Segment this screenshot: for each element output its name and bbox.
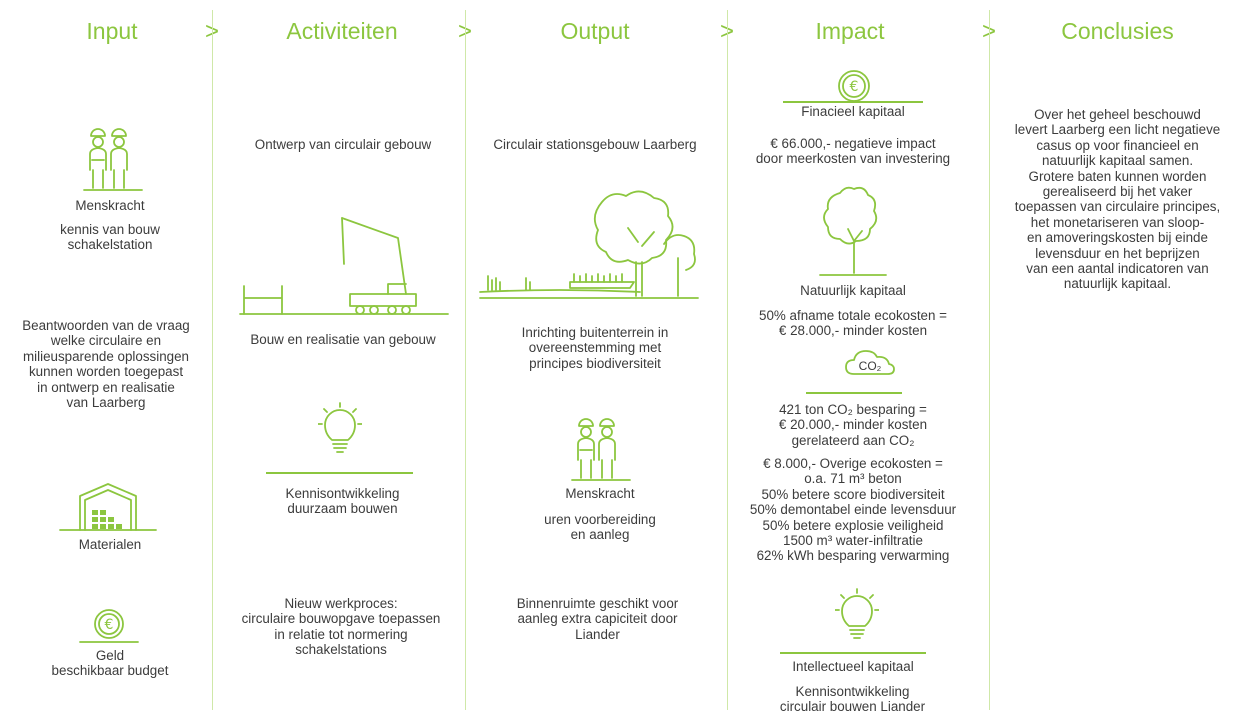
impact-fin-rule [783, 101, 923, 103]
out-menskracht-title: Menskracht [565, 486, 635, 501]
divider-1 [212, 10, 213, 710]
input-materialen: Materialen [78, 537, 142, 552]
svg-text:€: € [850, 79, 859, 95]
header-activiteiten: Activiteiten [286, 18, 398, 44]
impact-nat-title: Natuurlijk kapitaal [800, 283, 906, 298]
workers-icon [80, 122, 146, 194]
divider-4 [989, 10, 990, 710]
impact-nat-text: 50% afname totale ecokosten = € 28.000,-… [759, 308, 947, 339]
header-output: Output [560, 18, 630, 44]
lightbulb-icon-impact [835, 588, 879, 644]
act-werkproces: Nieuw werkproces: circulaire bouwopgave … [241, 596, 441, 658]
warehouse-materials-icon [58, 482, 158, 532]
out-station: Circulair stationsgebouw Laarberg [493, 137, 697, 152]
input-vraag-text: Beantwoorden van de vraag welke circulai… [22, 318, 190, 411]
conclusies-text: Over het geheel beschouwd levert Laarber… [1014, 107, 1221, 292]
impact-fin-title: Finacieel kapitaal [801, 104, 905, 119]
impact-co2-label: CO₂ [858, 359, 882, 373]
header-impact: Impact [815, 18, 885, 44]
input-geld-text: Geld beschikbaar budget [51, 648, 169, 679]
impact-int-text: Kennisontwikkeling circulair bouwen Lian… [779, 684, 926, 715]
workers-icon-output [568, 412, 634, 484]
impact-int-title: Intellectueel kapitaal [792, 659, 914, 674]
out-menskracht-text: uren voorbereiding en aanleg [544, 512, 656, 543]
euro-coin-icon-impact: € [836, 68, 872, 104]
landscape-trees-icon [478, 188, 710, 304]
tree-icon [818, 185, 888, 279]
header-conclusies: Conclusies [1061, 18, 1174, 44]
impact-fin-text: € 66.000,- negatieve impact door meerkos… [755, 136, 951, 167]
input-menskracht-title: Menskracht [75, 198, 145, 213]
euro-coin-icon: € [78, 606, 140, 644]
input-menskracht-text: kennis van bouw schakelstation [60, 222, 160, 253]
impact-int-rule [780, 652, 926, 654]
construction-crane-icon [238, 212, 450, 318]
act-kennis: Kennisontwikkeling duurzaam bouwen [285, 486, 400, 517]
lightbulb-icon [318, 402, 362, 458]
header-input: Input [86, 18, 138, 44]
impact-co2-text: 421 ton CO₂ besparing = € 20.000,- minde… [778, 402, 928, 448]
act-kennis-rule [266, 472, 413, 474]
divider-2 [465, 10, 466, 710]
co2-cloud-icon [844, 348, 896, 378]
out-inrichting: Inrichting buitenterrein in overeenstemm… [521, 325, 669, 371]
svg-text:€: € [105, 617, 114, 633]
act-ontwerp: Ontwerp van circulair gebouw [254, 137, 432, 152]
act-bouw: Bouw en realisatie van gebouw [250, 332, 436, 347]
impact-overig-text: € 8.000,- Overige ecokosten = o.a. 71 m³… [749, 456, 957, 564]
impact-co2-rule [806, 392, 902, 394]
divider-3 [727, 10, 728, 710]
out-binnenruimte: Binnenruimte geschikt voor aanleg extra … [516, 596, 679, 642]
